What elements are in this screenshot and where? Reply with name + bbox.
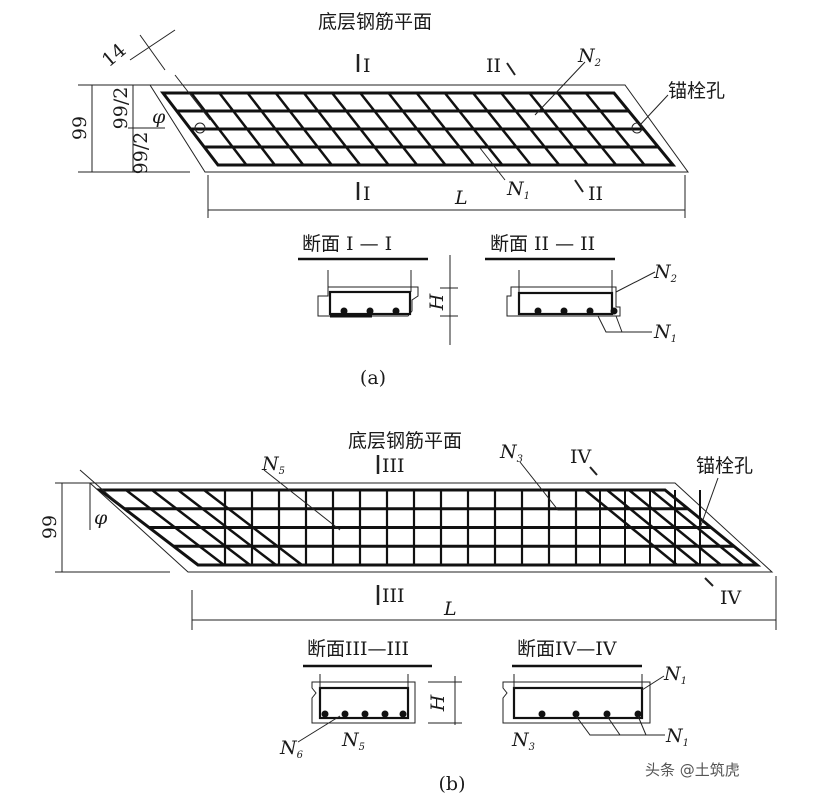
section-mark-1-top: I (363, 55, 371, 77)
section-mark-3-top: III (382, 455, 405, 477)
panel-b-title: 底层钢筋平面 (348, 430, 462, 452)
section-mark-4-top: IV (570, 446, 592, 468)
rebar-skew-end (606, 489, 700, 566)
rebar-transverse (218, 92, 276, 166)
angle-phi-a: φ (152, 106, 166, 128)
anchor-hole-right-a (631, 122, 643, 134)
watermark: 头条 @土筑虎 (645, 761, 740, 779)
slab-outline-b (88, 482, 774, 573)
rebar-transverse (472, 92, 532, 166)
dim-14: 14 (98, 39, 131, 71)
section-4-bars (538, 710, 642, 718)
rebar-transverse (331, 92, 390, 166)
dim-99-half-top: 99/2 (110, 87, 132, 130)
anchor-hole-left-a (194, 122, 206, 134)
rebar-transverse (528, 92, 589, 166)
section-3-bars (321, 710, 407, 718)
section-2-outline (506, 286, 621, 317)
slab-outline-a (149, 84, 689, 173)
section-4-label-n1-top: N1 (663, 663, 687, 687)
dim-99-b: 99 (39, 515, 61, 539)
section-2-title: 断面 II — II (490, 233, 595, 255)
rebar-skew-end (203, 489, 303, 566)
section-1-title: 断面 I — I (302, 233, 392, 255)
dim-h-b: H (427, 694, 449, 712)
panel-b: 底层钢筋平面 99 φ N5 III III N3 IV 锚栓孔 IV L 断面… (39, 430, 777, 795)
rebar-skew-end (650, 489, 744, 566)
label-n3-b: N3 (499, 441, 523, 465)
section-2-label-n1: N1 (653, 321, 677, 345)
section-2-bars (534, 307, 618, 315)
section-mark-3-bottom: III (382, 585, 405, 607)
rebar-transverse (500, 92, 561, 166)
section-mark-4-bottom: IV (720, 587, 742, 609)
label-n1-a: N1 (506, 178, 530, 202)
label-n5-b: N5 (261, 453, 285, 477)
dim-99-a: 99 (69, 116, 91, 140)
section-2-label-n2: N2 (653, 261, 677, 285)
rebar-transverse (302, 92, 362, 166)
section-mark-2-top: II (486, 55, 501, 77)
rebar-transverse (443, 92, 504, 166)
section-3-label-n6: N6 (279, 737, 304, 761)
rebar-transverse (387, 92, 447, 166)
rebar-transverse (415, 92, 475, 166)
panel-a: 底层钢筋平面 99 99/2 99/2 14 φ I I II II N2 锚栓… (69, 11, 725, 389)
section-3-outline (311, 681, 416, 724)
rebar-skew-end (151, 489, 251, 566)
rebar-frame-a (159, 91, 677, 167)
rebar-grid-a (176, 92, 659, 166)
rebar-skew-end (177, 489, 277, 566)
rebar-frame-b (95, 488, 762, 567)
rebar-transverse (556, 92, 618, 166)
section-3-stirrup (318, 686, 410, 720)
section-mark-2-bottom: II (588, 183, 603, 205)
dim-99-half-bottom: 99/2 (130, 132, 152, 175)
caption-b: (b) (439, 773, 466, 795)
rebar-transverse (190, 92, 248, 166)
angle-phi-b: φ (94, 507, 108, 529)
section-4-label-n3: N3 (511, 729, 535, 753)
section-3-title: 断面III—III (307, 638, 409, 660)
dim-l-b: L (443, 598, 457, 620)
section-mark-1-bottom: I (363, 183, 371, 205)
rebar-transverse (274, 92, 333, 166)
rebar-transverse (246, 92, 305, 166)
section-4-label-n1-bottom: N1 (665, 725, 689, 749)
section-4-title: 断面IV—IV (517, 638, 617, 660)
section-1-bars (340, 307, 400, 315)
label-anchor-hole-a: 锚栓孔 (668, 80, 725, 102)
dim-l-a: L (454, 187, 468, 209)
rebar-transverse (359, 92, 419, 166)
panel-a-title: 底层钢筋平面 (318, 11, 432, 33)
rebar-grid-b (124, 489, 744, 566)
label-anchor-hole-b: 锚栓孔 (696, 455, 753, 477)
section-3-label-n5: N5 (341, 729, 365, 753)
dim-h-a: H (426, 293, 448, 311)
section-4-outline (502, 681, 651, 724)
rebar-skew-end (125, 489, 225, 566)
caption-a: (a) (360, 367, 386, 389)
label-n2-a: N2 (577, 45, 601, 69)
rebar-transverse (584, 92, 646, 166)
